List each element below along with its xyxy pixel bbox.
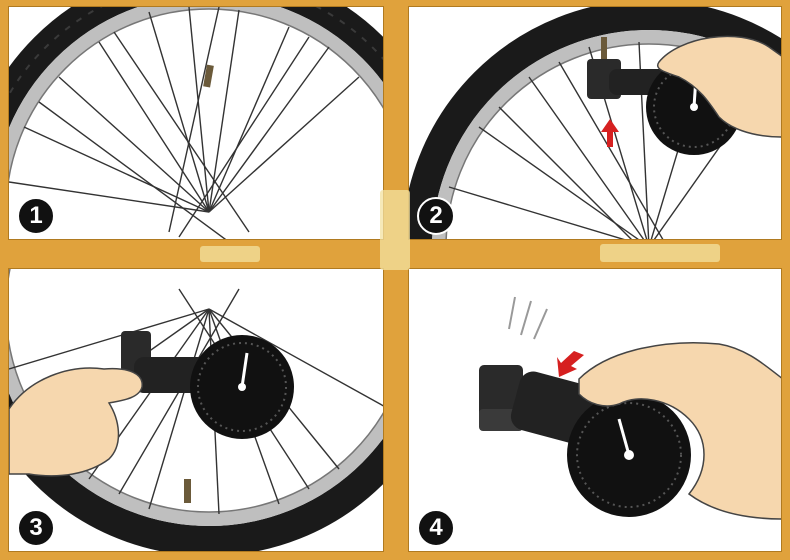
step-4-panel: 4	[408, 268, 782, 552]
paint-streak	[600, 244, 720, 262]
hand	[9, 367, 143, 477]
step-number: 3	[17, 509, 55, 547]
bicycle-wheel-icon	[409, 7, 781, 239]
valve-stem	[203, 64, 214, 88]
valve-stem	[184, 479, 191, 503]
red-arrow-icon	[557, 351, 584, 377]
step-number: 2	[417, 197, 455, 235]
paint-streak	[380, 190, 410, 270]
motion-lines	[508, 296, 548, 340]
gauge-in-hand	[479, 296, 781, 520]
paint-streak	[200, 246, 260, 262]
step-2-panel: 2	[408, 6, 782, 240]
bicycle-wheel-icon	[9, 7, 383, 239]
step-number: 1	[17, 197, 55, 235]
step-3-panel: 3	[8, 268, 384, 552]
valve-stem	[601, 37, 607, 61]
hand	[657, 35, 781, 138]
bicycle-wheel-icon	[9, 269, 383, 551]
red-arrow-icon	[601, 119, 619, 147]
step-number: 4	[417, 509, 455, 547]
hand	[578, 342, 781, 520]
step-1-panel: 1	[8, 6, 384, 240]
